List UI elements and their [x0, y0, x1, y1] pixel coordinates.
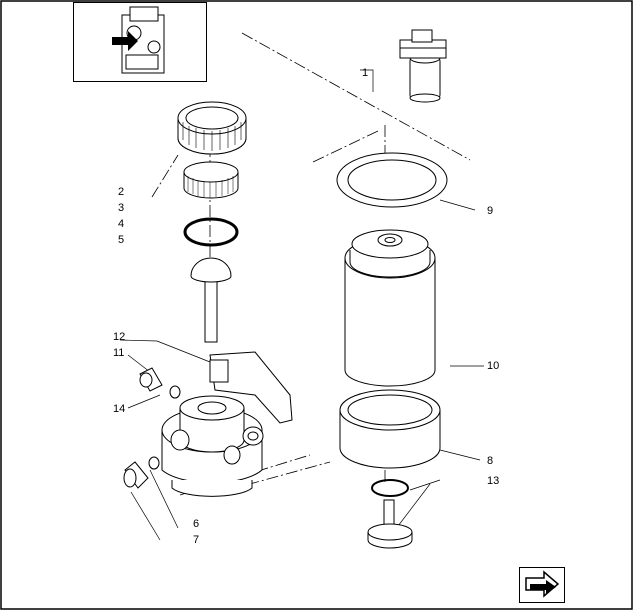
callout-8: 8 — [487, 455, 494, 467]
callout-9: 9 — [487, 205, 494, 217]
filter-housing — [161, 351, 293, 497]
next-page-arrow-icon — [525, 570, 560, 598]
callout-10: 10 — [487, 360, 500, 372]
callout-6: 6 — [193, 518, 200, 530]
engine-locator-thumbnail — [73, 2, 207, 82]
filter-cartridge — [344, 229, 436, 387]
callout-3: 3 — [118, 202, 125, 214]
o-ring — [183, 217, 239, 247]
gasket — [336, 152, 448, 208]
next-page-button[interactable] — [519, 567, 565, 603]
callout-7: 7 — [193, 534, 200, 546]
callout-13: 13 — [487, 475, 500, 487]
callout-4: 4 — [118, 218, 125, 230]
drain-valve — [367, 479, 413, 549]
drain-plug-and-washer — [123, 456, 160, 489]
callout-2: 2 — [118, 186, 125, 198]
bowl — [339, 389, 441, 469]
filter-assembly-reference-illustration — [399, 29, 447, 103]
callout-11: 11 — [113, 347, 125, 359]
callout-14: 14 — [113, 403, 126, 415]
engine-thumbnail-icon — [112, 6, 165, 74]
callout-1: 1 — [362, 67, 369, 79]
float-and-stem — [190, 257, 232, 343]
callout-5: 5 — [118, 234, 125, 246]
fitting-and-washer — [139, 367, 181, 399]
callout-12: 12 — [113, 331, 126, 343]
knurled-cap — [183, 161, 239, 199]
